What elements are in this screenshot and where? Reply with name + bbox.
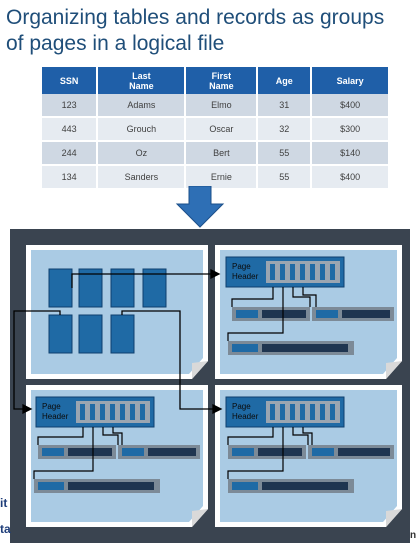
page-header-label: Page (232, 402, 251, 411)
table-row: 244 Oz Bert 55 $140 (42, 141, 390, 166)
cell-salary: $400 (311, 165, 390, 190)
side-text-fragment: n (410, 530, 417, 541)
page-header-label: Page (232, 262, 251, 271)
cell-salary: $300 (311, 117, 390, 142)
page-header-label: Page (42, 402, 61, 411)
cell-last-name: Adams (97, 94, 187, 118)
cell-ssn: 244 (42, 141, 99, 166)
data-block (142, 268, 167, 308)
page-1 (26, 245, 208, 379)
data-block (110, 268, 135, 308)
cell-last-name: Sanders (97, 165, 187, 190)
column-header-salary: Salary (311, 67, 390, 94)
cell-age: 32 (257, 117, 313, 142)
logical-file-diagram: Page Header Page Header (10, 229, 410, 543)
data-block (48, 314, 73, 354)
cell-age: 31 (257, 94, 313, 118)
data-block (78, 268, 103, 308)
cell-last-name: Oz (97, 141, 187, 166)
table-row: 443 Grouch Oscar 32 $300 (42, 117, 390, 142)
cell-salary: $140 (311, 141, 390, 166)
block-to-page-arrows (13, 268, 223, 415)
cell-first-name: Bert (185, 141, 259, 166)
cell-salary: $400 (311, 94, 390, 118)
page-header-label: Header (42, 412, 69, 421)
down-arrow-icon (175, 186, 225, 228)
cell-age: 55 (257, 141, 313, 166)
page-3: Page Header (26, 385, 208, 527)
table-row: 123 Adams Elmo 31 $400 (42, 94, 390, 118)
column-header-age: Age (257, 67, 313, 94)
cell-ssn: 123 (42, 94, 99, 118)
page-header-label: Header (232, 412, 259, 421)
cell-ssn: 134 (42, 165, 99, 190)
cell-last-name: Grouch (97, 117, 187, 142)
slide-title: Organizing tables and records as groups … (6, 6, 385, 55)
page-4: Page Header (215, 385, 402, 527)
cell-age: 55 (257, 165, 313, 190)
cell-first-name: Ernie (185, 165, 259, 190)
page-2: Page Header (215, 245, 402, 379)
side-text-fragment: it (0, 496, 8, 510)
page-header-label: Header (232, 272, 259, 281)
table-row: 134 Sanders Ernie 55 $400 (42, 165, 390, 190)
side-text-fragment: ta (0, 522, 11, 536)
data-block (110, 314, 135, 354)
cell-ssn: 443 (42, 117, 99, 142)
column-header-ssn: SSN (42, 67, 99, 94)
data-block (48, 268, 73, 308)
data-block (78, 314, 103, 354)
cell-first-name: Oscar (185, 117, 259, 142)
cell-first-name: Elmo (185, 94, 259, 118)
